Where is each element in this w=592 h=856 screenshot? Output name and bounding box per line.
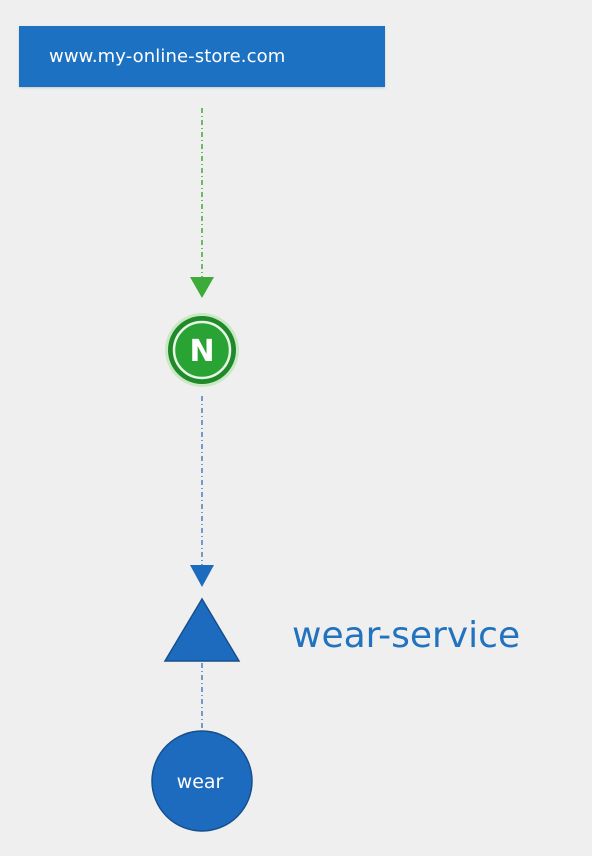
service-triangle-icon[interactable] — [163, 597, 241, 662]
url-box[interactable]: www.my-online-store.com — [19, 26, 385, 87]
arrowhead-ingress — [190, 277, 214, 298]
pod-circle — [151, 730, 253, 832]
service-label: wear-service — [292, 615, 521, 656]
ingress-node[interactable]: N — [165, 313, 239, 387]
pod-label: wear — [177, 771, 224, 793]
arrowhead-service — [190, 565, 214, 587]
url-text: www.my-online-store.com — [49, 46, 286, 67]
ingress-inner — [172, 320, 232, 380]
pod-node[interactable]: wear — [151, 730, 253, 832]
nginx-icon: N — [189, 334, 214, 369]
